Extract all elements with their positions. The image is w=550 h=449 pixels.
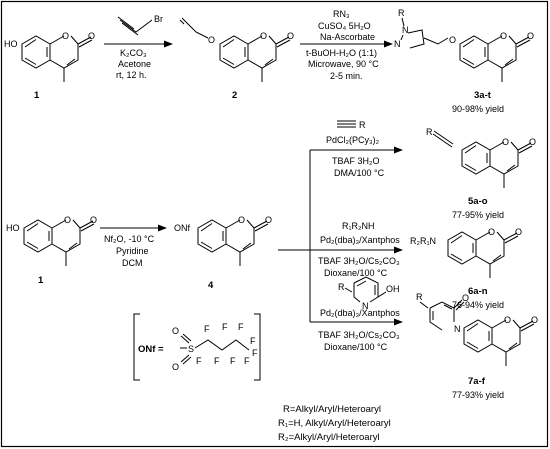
compound-3-label: 3a-t xyxy=(474,90,492,101)
step1-solvent: Acetone xyxy=(118,59,151,69)
ether-oxygen-label: O xyxy=(208,35,215,45)
terminal-alkyne-structure: R xyxy=(337,120,366,130)
compound-6-label: 6a-n xyxy=(468,286,488,297)
ring-oxygen-label-2: O xyxy=(260,31,267,41)
fluorine-5-label: F xyxy=(238,322,244,332)
compound-4-structure: ONf O O xyxy=(174,215,272,267)
r-label-3: R xyxy=(398,8,405,18)
ring-oxygen-label: O xyxy=(62,31,69,41)
fluorine-8-label: F xyxy=(244,356,250,366)
pyridine-oh-label: OH xyxy=(386,284,400,294)
branch-b-catalyst: Pd₂(dba)₃/Xantphos xyxy=(320,235,400,245)
carbonyl-oxygen-label: O xyxy=(88,31,95,41)
fluorine-4-label: F xyxy=(222,322,228,332)
nf-definition-label: ONf = xyxy=(138,344,164,355)
step3-reagent: Nf₂O, -10 °C xyxy=(104,234,155,244)
step2-reagent1: RN₃ xyxy=(333,9,350,19)
step2-reagent3: Na-Ascorbate xyxy=(320,32,375,42)
fluorine-3-label: F xyxy=(214,356,220,366)
carbonyl-oxygen-label-4: O xyxy=(265,215,272,225)
compound-7-yield: 77-93% yield xyxy=(452,390,504,400)
compound-6-structure: R₂R₁N O O xyxy=(410,227,522,279)
compound-6-yield: 76-94% yield xyxy=(452,300,504,310)
ring-oxygen-label-3: O xyxy=(500,31,507,41)
alkyne-r-label: R xyxy=(359,120,366,130)
triazole-n2-label: N xyxy=(394,39,401,49)
carbonyl-oxygen-label-2: O xyxy=(287,31,294,41)
pyridine-r-label: R xyxy=(338,282,345,292)
branch-c-additive: TBAF 3H₂O/Cs₂CO₃ xyxy=(318,330,400,340)
pyridone-n-label: N xyxy=(454,324,461,334)
compound-2-structure: O O O xyxy=(179,17,294,83)
compound-5-structure: R O O xyxy=(426,127,536,189)
ring-oxygen-label-7: O xyxy=(504,315,511,325)
ring-oxygen-label-4: O xyxy=(238,215,245,225)
pyridone-oxygen-label: O xyxy=(462,293,469,303)
branch-connector xyxy=(278,150,311,322)
r-label-5: R xyxy=(426,127,433,137)
carbonyl-oxygen-label-bottom: O xyxy=(90,215,97,225)
step1-conditions: rt, 12 h. xyxy=(116,70,147,80)
compound-1-bottom-structure: HO O O xyxy=(6,215,97,267)
hydroxyl-label-bottom: HO xyxy=(6,223,20,233)
compound-3-yield: 90-98% yield xyxy=(452,104,504,114)
step2-time: 2-5 min. xyxy=(330,71,363,81)
pyridine-n-label: N xyxy=(362,301,369,311)
step1-reagent: K₂CO₃ xyxy=(120,48,147,58)
onf-label: ONf xyxy=(174,223,191,233)
propargyl-bromide-structure: Br xyxy=(117,14,163,36)
compound-5-yield: 77-95% yield xyxy=(452,210,504,220)
fluorine-9-label: F xyxy=(252,348,258,358)
legend-r2: R₂=Alkyl/Aryl/Heteroaryl xyxy=(278,432,380,443)
branch-a-conditions: DMA/100 °C xyxy=(334,168,385,178)
ring-oxygen-label-bottom: O xyxy=(64,215,71,225)
fluorine-1-label: F xyxy=(204,324,210,334)
legend-r: R=Alkyl/Aryl/Heteroaryl xyxy=(283,404,381,415)
compound-5-label: 5a-o xyxy=(468,196,488,207)
fluorine-2-label: F xyxy=(196,356,202,366)
amine-label-6: R₂R₁N xyxy=(410,236,436,246)
step2-reagent2: CuSO₄ 5H₂O xyxy=(318,21,371,31)
hydroxyl-label: HO xyxy=(4,39,18,49)
compound-2-label: 2 xyxy=(232,90,237,101)
compound-1-top-structure: HO O O xyxy=(4,31,95,83)
branch-c-catalyst: Pd₂(dba)₃/Xantphos xyxy=(320,308,400,318)
fluorine-6-label: F xyxy=(230,356,236,366)
r-label-7: R xyxy=(416,292,423,302)
step2-conditions: Microwave, 90 °C xyxy=(308,59,379,69)
nf-definition-box: ONf = S O O F F F F F F F F F xyxy=(133,313,261,381)
step3-solvent: DCM xyxy=(122,258,143,268)
step2-solvent: t-BuOH-H₂O (1:1) xyxy=(306,48,377,58)
carbonyl-oxygen-label-3: O xyxy=(527,31,534,41)
ring-oxygen-label-5: O xyxy=(502,137,509,147)
compound-1-bottom-label: 1 xyxy=(38,275,44,286)
step3-base: Pyridine xyxy=(116,246,149,256)
hydroxypyridine-structure: R N OH xyxy=(338,276,400,311)
compound-4-label: 4 xyxy=(208,280,214,291)
branch-c-conditions: Dioxane/100 °C xyxy=(324,342,388,352)
branch-a-catalyst: PdCl₂(PCy₃)₂ xyxy=(326,135,380,145)
fluorine-7-label: F xyxy=(250,336,256,346)
branch-b-additive: TBAF 3H₂O/Cs₂CO₃ xyxy=(318,256,400,266)
triazole-n1-label: N xyxy=(402,25,409,35)
ether-oxygen-label-3: O xyxy=(449,35,456,45)
sulfonyl-o2-label: O xyxy=(172,362,179,372)
branch-b-amine: R₁R₂NH xyxy=(342,221,375,231)
legend-r1: R₁=H, Alkyl/Aryl/Heteroaryl xyxy=(278,418,391,429)
bromine-label: Br xyxy=(154,14,163,24)
compound-3-structure: R N N O O O xyxy=(394,8,534,83)
branch-a-additive: TBAF 3H₂O xyxy=(332,156,380,166)
carbonyl-oxygen-label-5: O xyxy=(529,137,536,147)
sulfur-label: S xyxy=(188,344,194,354)
carbonyl-oxygen-label-6: O xyxy=(515,227,522,237)
sulfonyl-o1-label: O xyxy=(172,326,179,336)
carbonyl-oxygen-label-7: O xyxy=(531,315,538,325)
compound-7-label: 7a-f xyxy=(468,376,486,387)
branch-b-conditions: Dioxane/100 °C xyxy=(324,268,388,278)
compound-7-structure: R O N O O xyxy=(416,292,538,367)
compound-1-top-label: 1 xyxy=(34,90,40,101)
ring-oxygen-label-6: O xyxy=(488,227,495,237)
